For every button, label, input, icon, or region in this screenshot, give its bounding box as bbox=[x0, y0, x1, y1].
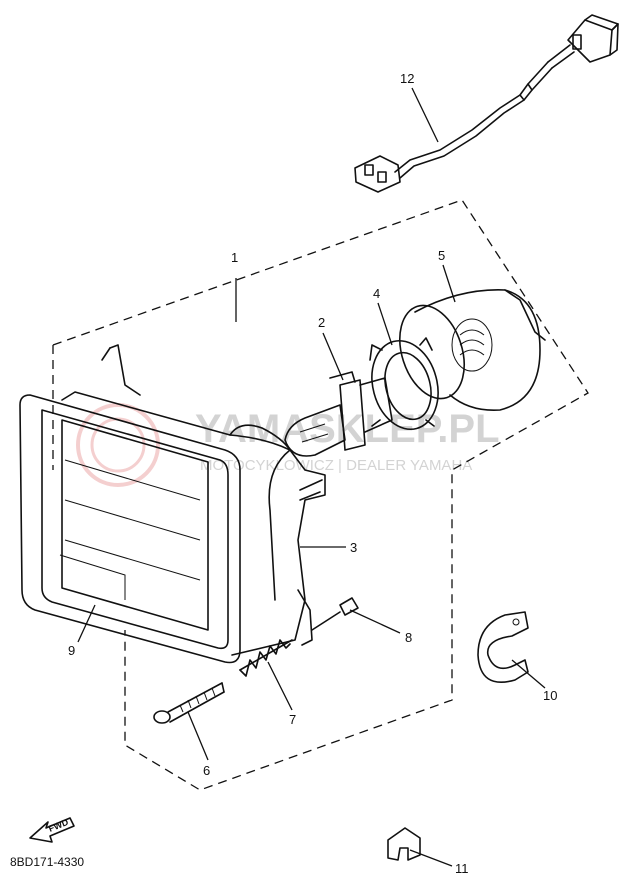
leader-10 bbox=[511, 659, 546, 689]
fwd-label: FWD bbox=[47, 817, 70, 834]
callouts: 1 2 3 4 5 6 7 8 9 10 11 12 bbox=[68, 71, 557, 876]
leader-8 bbox=[349, 609, 401, 634]
small-clip-part bbox=[387, 827, 421, 861]
leader-6 bbox=[187, 711, 209, 761]
callout-3: 3 bbox=[350, 540, 357, 555]
callout-12: 12 bbox=[400, 71, 414, 86]
socket-cover-part bbox=[399, 289, 546, 412]
fwd-arrow-icon: FWD bbox=[29, 817, 75, 843]
callout-2: 2 bbox=[318, 315, 325, 330]
watermark-tagline: MOTOCYKLOWICZ | DEALER YAMAHA bbox=[200, 457, 472, 474]
leader-4 bbox=[377, 302, 393, 346]
callout-5: 5 bbox=[438, 248, 445, 263]
leader-5 bbox=[442, 264, 456, 303]
leader-11 bbox=[409, 849, 453, 867]
watermark: YAMASKLEP.PL MOTOCYKLOWICZ | DEALER YAMA… bbox=[76, 403, 500, 487]
leader-9 bbox=[77, 604, 96, 643]
callout-7: 7 bbox=[289, 712, 296, 727]
callout-1: 1 bbox=[231, 250, 238, 265]
watermark-logo-ring bbox=[76, 403, 160, 487]
headlight-rim-part bbox=[19, 394, 241, 664]
wire-harness-part bbox=[354, 14, 619, 193]
clamp-part bbox=[477, 611, 529, 683]
callout-10: 10 bbox=[543, 688, 557, 703]
leader-12 bbox=[411, 87, 439, 143]
callout-8: 8 bbox=[405, 630, 412, 645]
screw-part bbox=[153, 682, 225, 724]
spring-part bbox=[239, 639, 293, 677]
callout-6: 6 bbox=[203, 763, 210, 778]
callout-11: 11 bbox=[455, 861, 469, 876]
headlight-unit-part bbox=[61, 344, 326, 656]
leader-7 bbox=[267, 661, 293, 711]
clip-part bbox=[311, 597, 359, 631]
watermark-brand: YAMASKLEP.PL bbox=[195, 407, 500, 451]
leader-2 bbox=[322, 332, 344, 381]
callout-9: 9 bbox=[68, 643, 75, 658]
catalog-code: 8BD171-4330 bbox=[10, 855, 85, 869]
leader-lines bbox=[77, 87, 546, 867]
callout-4: 4 bbox=[373, 286, 380, 301]
assembly-boundary bbox=[52, 199, 589, 791]
bulb-part bbox=[284, 371, 393, 457]
